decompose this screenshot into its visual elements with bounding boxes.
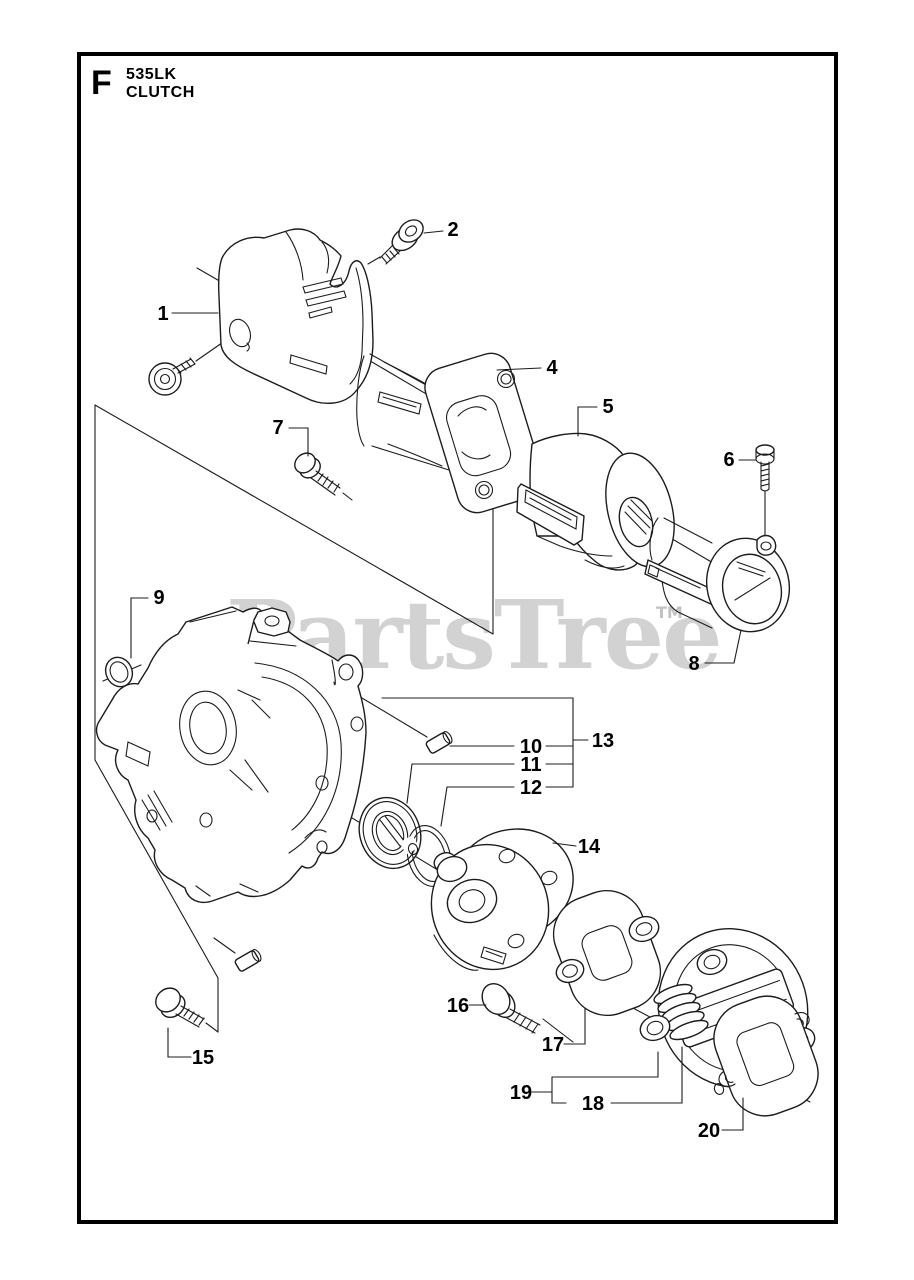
callout-label-1: 1 [157, 303, 168, 325]
callout-label-12: 12 [520, 777, 542, 799]
part-16-screw [481, 982, 541, 1034]
part-7-screw [294, 452, 341, 496]
part-1-clamp-cover [217, 228, 374, 404]
part-8-clamp [644, 517, 791, 633]
part-1-screw [148, 357, 196, 396]
callout-label-18: 18 [582, 1093, 604, 1115]
callout-label-2: 2 [447, 219, 458, 241]
part-10-pin [234, 731, 453, 972]
page-border [77, 52, 838, 1224]
callout-label-7: 7 [272, 417, 283, 439]
callout-label-15: 15 [192, 1047, 214, 1069]
part-17-washer-plate [552, 889, 662, 1017]
callout-label-8: 8 [688, 653, 699, 675]
part-15-screw [155, 987, 205, 1028]
callout-label-14: 14 [578, 836, 601, 858]
part-6-screw [755, 444, 775, 492]
callout-label-13: 13 [592, 730, 614, 752]
section-letter: F [91, 64, 112, 102]
part-4-flanged-housing [356, 352, 544, 514]
callout-label-11: 11 [520, 754, 541, 776]
callout-label-19: 19 [510, 1082, 532, 1104]
callout-label-9: 9 [153, 587, 164, 609]
part-9-o-ring [104, 656, 134, 688]
callout-label-16: 16 [447, 995, 469, 1017]
part-5-damper [516, 432, 675, 571]
callout-labels: 1 2 4 5 6 7 8 9 10 11 12 13 14 15 16 17 … [153, 219, 734, 1142]
callout-label-20: 20 [698, 1120, 720, 1142]
part-2-screw [379, 219, 424, 265]
model-number: 535LK [126, 66, 177, 83]
callout-label-6: 6 [723, 449, 734, 471]
crankcase [95, 606, 367, 904]
callout-label-10: 10 [520, 736, 542, 758]
watermark-tm: TM [656, 603, 683, 622]
callout-label-4: 4 [546, 357, 558, 379]
diagram-header: F 535LK CLUTCH [91, 64, 195, 102]
callout-label-17: 17 [542, 1034, 564, 1056]
callout-leader-lines [130, 230, 757, 1131]
part-14-clutch-drum [430, 828, 574, 971]
section-name: CLUTCH [126, 84, 195, 101]
callout-label-5: 5 [602, 396, 613, 418]
part-20-washer-plate [713, 995, 819, 1117]
